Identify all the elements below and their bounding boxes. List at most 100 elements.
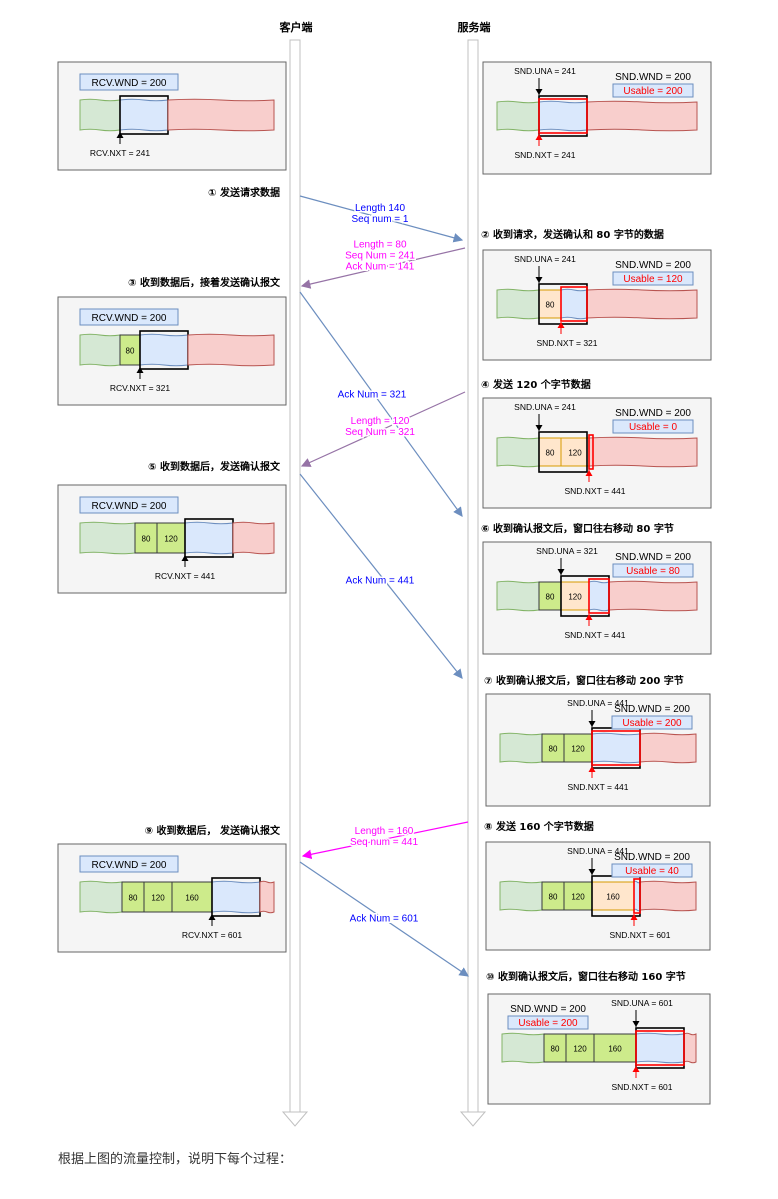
- snd-nxt-label: SND.NXT = 601: [609, 930, 670, 940]
- message-text: Length 140: [355, 203, 405, 214]
- message-text: Seq Num = 241: [345, 251, 415, 262]
- snd-una-label: SND.UNA = 321: [536, 546, 598, 556]
- usable-label: Usable = 200: [622, 718, 682, 729]
- usable-label: Usable = 200: [623, 86, 683, 97]
- segment-label: 160: [606, 893, 620, 902]
- segment-label: 80: [546, 593, 555, 602]
- client-step-label: ③ 收到数据后，接着发送确认报文: [128, 276, 281, 289]
- not-allowed-area: [683, 1032, 697, 1064]
- message-text: Ack Num = 141: [346, 262, 415, 273]
- send-window-frame: [538, 431, 588, 473]
- client-header: 客户端: [279, 20, 313, 34]
- client-timeline: [281, 39, 309, 1127]
- unacked-segment: [591, 881, 635, 911]
- acked-area: [499, 880, 543, 912]
- snd-una-label: SND.UNA = 441: [567, 698, 629, 708]
- snd-una-label: SND.UNA = 601: [611, 998, 673, 1008]
- rcv-wnd-label-box: [79, 308, 179, 326]
- message-arrow: [299, 473, 463, 679]
- snd-wnd-label: SND.WND = 200: [614, 704, 690, 715]
- footer-text: 根据上图的流量控制，说明下每个过程：: [58, 1152, 293, 1167]
- message-text: Ack Num = 441: [346, 576, 415, 587]
- rcv-nxt-label: RCV.NXT = 321: [110, 383, 171, 393]
- rcv-wnd-label-box: [79, 73, 179, 91]
- segment-label: 160: [608, 1045, 622, 1054]
- usable-area: [560, 288, 588, 320]
- receive-window-area: [211, 880, 261, 914]
- rcv-wnd-label: RCV.WND = 200: [92, 860, 167, 871]
- message-text: Length = 80: [353, 240, 407, 251]
- acked-segment: [563, 881, 593, 911]
- rcv-wnd-label: RCV.WND = 200: [92, 501, 167, 512]
- message-text: Seq num = 1: [352, 214, 409, 225]
- server-step-label: ④ 发送 120 个字节数据: [481, 378, 591, 391]
- usable-label: Usable = 200: [518, 1018, 578, 1029]
- unacked-segment: [560, 437, 590, 467]
- acked-area: [496, 288, 540, 320]
- segment-label: 160: [185, 894, 199, 903]
- snd-nxt-label: SND.NXT = 321: [536, 338, 597, 348]
- snd-una-label: SND.UNA = 241: [514, 66, 576, 76]
- segment-label: 80: [126, 347, 135, 356]
- message-m7: Ack Num = 601: [299, 861, 469, 977]
- segment-label: 80: [142, 535, 151, 544]
- message-arrow: [300, 247, 466, 289]
- snd-una-label: SND.UNA = 241: [514, 402, 576, 412]
- acked-area: [496, 580, 540, 612]
- snd-nxt-label: SND.NXT = 601: [611, 1082, 672, 1092]
- client-step-label: ⑤ 收到数据后，发送确认报文: [148, 460, 281, 473]
- segment-label: 120: [571, 745, 585, 754]
- client-step-label: ⑨ 收到数据后， 发送确认报文: [145, 824, 281, 837]
- usable-label-box: [611, 715, 693, 730]
- server-timeline: [459, 39, 487, 1127]
- received-consumed-area: [79, 880, 123, 914]
- snd-nxt-label: SND.NXT = 441: [564, 630, 625, 640]
- message-text: Length = 160: [355, 826, 414, 837]
- acked-area: [501, 1032, 545, 1064]
- rcv-nxt-label: RCV.NXT = 601: [182, 930, 243, 940]
- usable-window-frame: [591, 730, 641, 766]
- usable-window-frame: [560, 286, 588, 322]
- unacked-segment: [560, 581, 590, 611]
- server-step-label: ⑧ 发送 160 个字节数据: [484, 820, 594, 833]
- message-arrow: [299, 291, 463, 517]
- segment-label: 80: [129, 894, 138, 903]
- snd-una-label: SND.UNA = 241: [514, 254, 576, 264]
- snd-wnd-label: SND.WND = 200: [510, 1004, 586, 1015]
- not-allowed-area: [232, 521, 275, 555]
- usable-area: [633, 880, 641, 912]
- usable-label: Usable = 120: [623, 274, 683, 285]
- server-header: 服务端: [458, 20, 491, 34]
- received-consumed-area: [79, 98, 121, 132]
- usable-window-frame: [633, 878, 641, 914]
- segment-label: 80: [549, 893, 558, 902]
- received-segment: [171, 881, 213, 913]
- server-step-label: ② 收到请求，发送确认和 80 字节的数据: [481, 228, 664, 241]
- snd-wnd-label: SND.WND = 200: [615, 408, 691, 419]
- usable-label: Usable = 80: [626, 566, 680, 577]
- segment-label: 80: [551, 1045, 560, 1054]
- usable-area: [635, 1032, 685, 1064]
- not-allowed-area: [639, 732, 697, 764]
- rcv-wnd-label-box: [79, 855, 179, 873]
- not-allowed-area: [167, 98, 275, 132]
- step-1-label: ① 发送请求数据: [208, 186, 280, 199]
- snd-una-label: SND.UNA = 441: [567, 846, 629, 856]
- usable-label-box: [612, 563, 694, 578]
- message-arrow: [300, 391, 466, 467]
- segment-label: 120: [164, 535, 178, 544]
- message-text: Ack Num = 321: [338, 390, 407, 401]
- not-allowed-area: [608, 580, 698, 612]
- usable-area: [588, 580, 610, 612]
- not-allowed-area: [639, 880, 697, 912]
